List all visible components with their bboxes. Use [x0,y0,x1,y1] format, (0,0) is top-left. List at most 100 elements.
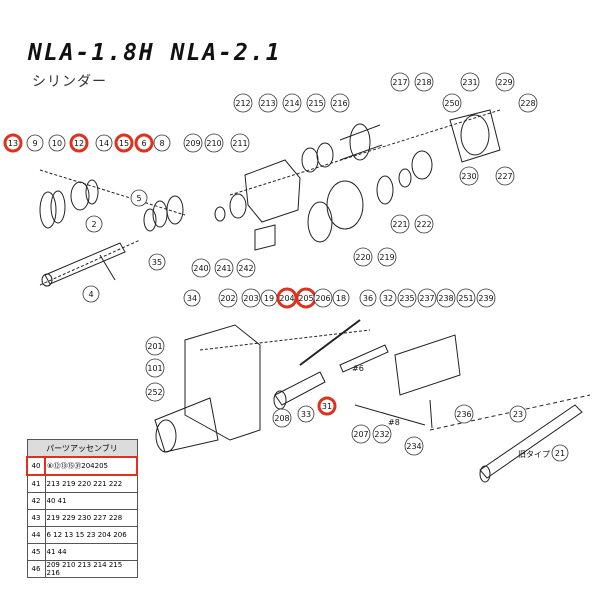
part-label-205: 205 [295,287,317,309]
part-circle [417,288,437,308]
kit-number: 46 [26,560,46,578]
part-circle [390,214,410,234]
part-circle [397,288,417,308]
part-label-33: 33 [297,405,315,423]
part-number: 232 [374,430,389,439]
part-number: 216 [332,99,347,108]
part-label-219: 219 [377,247,397,267]
part-circle [551,444,569,462]
part-circle [454,404,474,424]
part-number: 203 [243,294,258,303]
part-label-31: 31 [317,396,337,416]
part-circle [436,288,456,308]
note-old-type: 旧タイプ [518,450,550,459]
part-number: 219 [379,253,394,262]
part-label-221: 221 [390,214,410,234]
part-circle [241,288,261,308]
kit-number: 41 [26,474,46,493]
part-circle [297,405,315,423]
part-number: 18 [336,294,346,303]
part-number: 6 [141,139,146,148]
part-number: 238 [438,294,453,303]
part-circle [390,72,410,92]
part-circle [353,247,373,267]
part-circle [69,133,89,153]
part-number: 214 [284,99,299,108]
part-circle [183,289,201,307]
part-circle [317,396,337,416]
part-label-241: 241 [214,258,234,278]
kit-items: ⑥⑫⑬⑮㉛204205 [44,456,138,476]
kit-items: 41 44 [44,543,138,561]
part-number: 2 [91,220,96,229]
kit-number: 40 [26,456,46,476]
kit-items: 40 41 [44,492,138,510]
part-label-101: 101 [145,358,165,378]
part-circle [191,258,211,278]
part-label-18: 18 [332,289,350,307]
part-number: 252 [147,388,162,397]
part-label-15: 15 [114,133,134,153]
drawing-lines [39,109,591,483]
part-label-36: 36 [359,289,377,307]
part-number: 15 [119,139,129,148]
part-number: 207 [353,430,368,439]
part-circle [145,358,165,378]
part-number: 231 [462,78,477,87]
part-label-215: 215 [306,93,326,113]
part-number: 220 [355,253,370,262]
part-circle [204,133,224,153]
part-label-238: 238 [436,288,456,308]
part-label-211: 211 [230,133,250,153]
part-circle [495,166,515,186]
part-number: 202 [220,294,235,303]
part-number: 239 [478,294,493,303]
part-number: 33 [301,410,311,419]
part-label-227: 227 [495,166,515,186]
part-label-34: 34 [183,289,201,307]
part-circle [459,166,479,186]
part-label-250: 250 [442,93,462,113]
part-label-14: 14 [95,134,113,152]
part-circle [282,93,302,113]
part-circle [236,258,256,278]
part-circle [260,289,278,307]
part-circle [476,288,496,308]
part-number: 241 [216,264,231,273]
part-label-236: 236 [454,404,474,424]
part-circle [330,93,350,113]
part-circle [332,289,350,307]
part-number: 208 [274,414,289,423]
part-number: 23 [513,410,523,419]
part-number: 4 [88,290,93,299]
part-circle [414,214,434,234]
part-number: 235 [399,294,414,303]
part-label-232: 232 [372,424,392,444]
part-number: 36 [363,294,373,303]
part-circle [372,424,392,444]
part-number: 240 [193,264,208,273]
part-circle [233,93,253,113]
part-number: 217 [392,78,407,87]
part-circle [258,93,278,113]
part-number: 229 [497,78,512,87]
note-hash8: #8 [388,418,400,427]
part-label-231: 231 [460,72,480,92]
part-number: 234 [406,442,421,451]
part-number: 222 [416,220,431,229]
part-number: 250 [444,99,459,108]
kit-number: 44 [26,526,46,544]
part-circle [404,436,424,456]
part-label-9: 9 [26,134,44,152]
part-label-252: 252 [145,382,165,402]
part-label-23: 23 [509,405,527,423]
part-number: 201 [147,342,162,351]
part-circle [495,72,515,92]
part-number: 101 [147,364,162,373]
part-number: 19 [264,294,274,303]
